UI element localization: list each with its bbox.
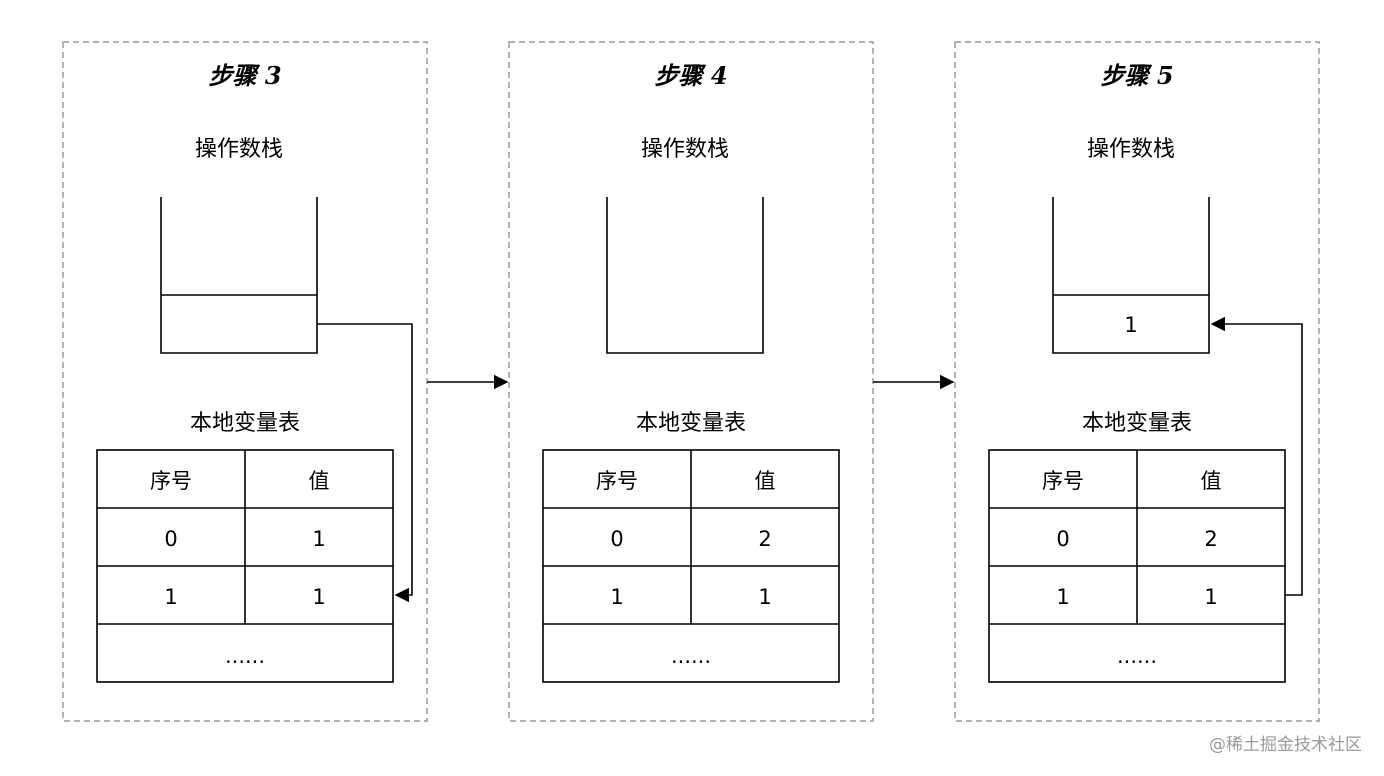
step-title: 步骤 5 bbox=[1100, 61, 1173, 90]
table-ellipsis: ...... bbox=[225, 644, 265, 668]
load-arrow bbox=[1210, 316, 1303, 596]
stack-slot-value: 1 bbox=[1124, 313, 1137, 337]
local-var-table-label: 本地变量表 bbox=[190, 411, 300, 436]
table-cell-value: 1 bbox=[312, 585, 325, 609]
step-panel-5: 步骤 5 操作数栈 1 本地变量表 序号 值 0 2 1 1 ...... bbox=[954, 41, 1320, 722]
local-var-table: 序号 值 0 2 1 1 ...... bbox=[988, 449, 1286, 683]
table-ellipsis: ...... bbox=[671, 644, 711, 668]
table-header-value: 值 bbox=[755, 469, 776, 493]
table-cell-value: 1 bbox=[312, 527, 325, 551]
table-ellipsis: ...... bbox=[1117, 644, 1157, 668]
table-cell-value: 1 bbox=[1204, 585, 1217, 609]
step-panel-3: 步骤 3 操作数栈 本地变量表 序号 值 0 1 1 1 ...... bbox=[62, 41, 428, 722]
table-cell-value: 2 bbox=[1204, 527, 1217, 551]
table-header-index: 序号 bbox=[596, 469, 638, 493]
table-header-value: 值 bbox=[309, 469, 330, 493]
table-cell-index: 0 bbox=[610, 527, 623, 551]
local-var-table: 序号 值 0 2 1 1 ...... bbox=[542, 449, 840, 683]
operand-stack-label: 操作数栈 bbox=[195, 137, 283, 162]
table-header-index: 序号 bbox=[1042, 469, 1084, 493]
operand-stack: 1 bbox=[1052, 197, 1210, 354]
local-var-table-label: 本地变量表 bbox=[1082, 411, 1192, 436]
table-cell-value: 2 bbox=[758, 527, 771, 551]
step-title: 步骤 3 bbox=[208, 61, 281, 90]
local-var-table-label: 本地变量表 bbox=[636, 411, 746, 436]
operand-stack bbox=[606, 197, 764, 354]
step-panel-4: 步骤 4 操作数栈 本地变量表 序号 值 0 2 1 1 ...... bbox=[508, 41, 874, 722]
operand-stack bbox=[160, 197, 318, 354]
operand-stack-label: 操作数栈 bbox=[641, 137, 729, 162]
table-cell-index: 1 bbox=[1056, 585, 1069, 609]
table-cell-index: 1 bbox=[164, 585, 177, 609]
step-frame bbox=[954, 41, 1320, 722]
table-cell-index: 1 bbox=[610, 585, 623, 609]
step-title: 步骤 4 bbox=[654, 61, 727, 90]
watermark: @稀土掘金技术社区 bbox=[1209, 735, 1362, 755]
table-cell-index: 0 bbox=[164, 527, 177, 551]
table-header-index: 序号 bbox=[150, 469, 192, 493]
store-arrow bbox=[317, 323, 413, 603]
table-header-value: 值 bbox=[1201, 469, 1222, 493]
table-cell-value: 1 bbox=[758, 585, 771, 609]
local-var-table: 序号 值 0 1 1 1 ...... bbox=[96, 449, 394, 683]
operand-stack-label: 操作数栈 bbox=[1087, 137, 1175, 162]
table-cell-index: 0 bbox=[1056, 527, 1069, 551]
